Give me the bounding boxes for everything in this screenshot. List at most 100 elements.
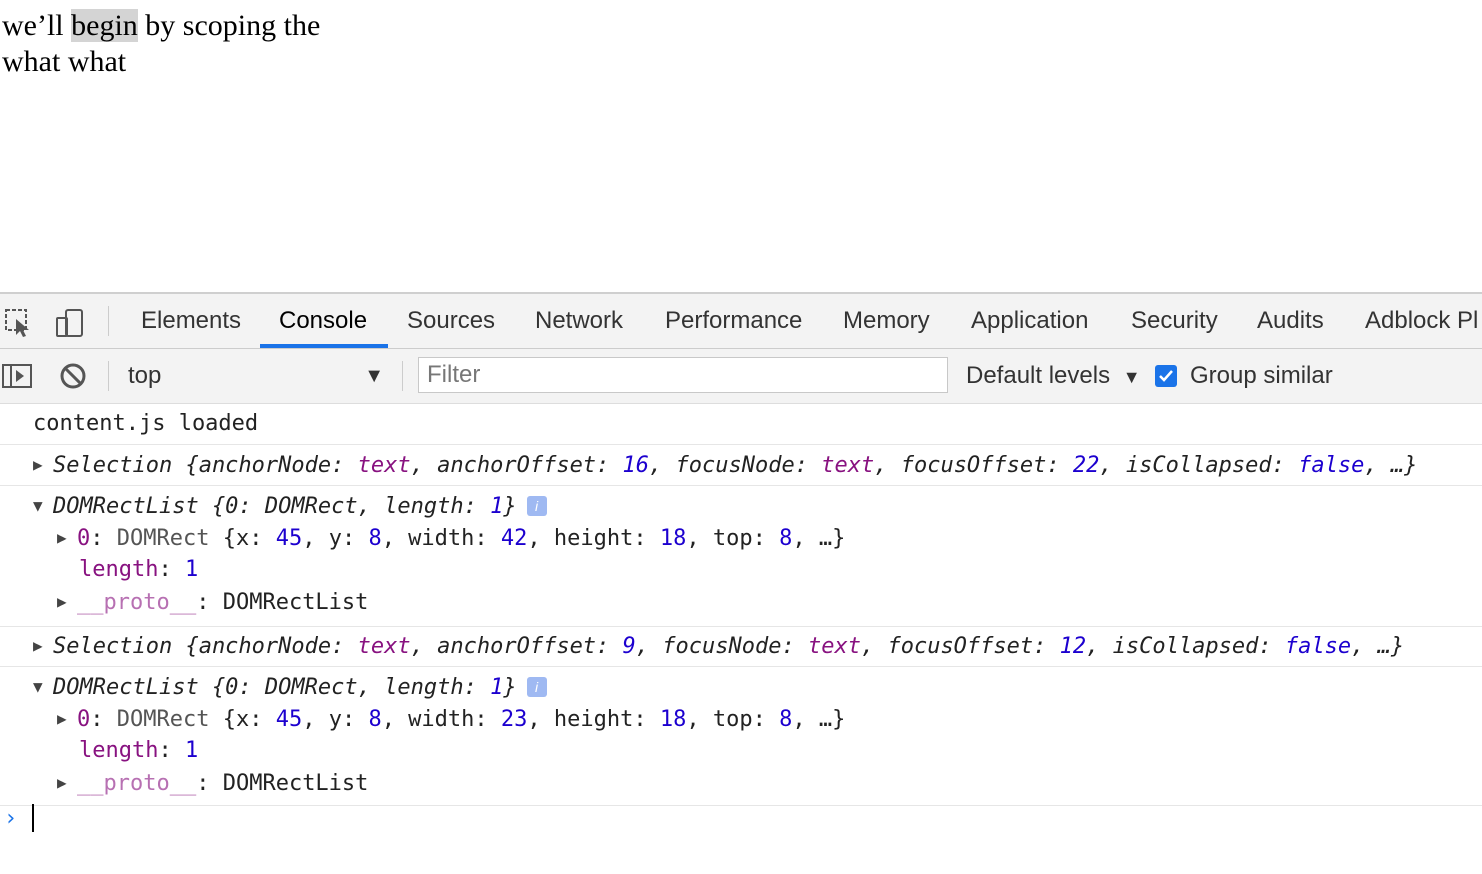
page-content: we’ll begin by scoping the what what <box>0 0 1482 292</box>
clear-console-icon[interactable] <box>59 362 87 395</box>
summary-prefix: Selection {anchorNode: <box>53 453 358 478</box>
expand-triangle-icon[interactable]: ▶ <box>57 709 67 728</box>
focus-node-key: , focusNode: <box>635 634 808 659</box>
length-key: length <box>79 738 159 763</box>
anchor-offset-value: 16 <box>622 453 650 478</box>
is-collapsed-key: , isCollapsed: <box>1099 453 1299 478</box>
page-text-line-1[interactable]: we’ll begin by scoping the <box>2 8 320 44</box>
rect-width: 42 <box>500 526 528 551</box>
toolbar-divider <box>108 361 109 391</box>
expand-triangle-icon[interactable]: ▶ <box>57 592 67 611</box>
anchor-node-value: text <box>357 634 411 659</box>
tab-adblock[interactable]: Adblock Pl <box>1365 307 1479 334</box>
focus-offset-value: 12 <box>1059 634 1087 659</box>
tab-elements[interactable]: Elements <box>141 307 242 334</box>
rect-width: 23 <box>500 707 528 732</box>
proto-property[interactable]: ▶__proto__: DOMRectList <box>57 767 368 800</box>
item-type: DOMRect <box>116 707 210 732</box>
info-icon[interactable]: i <box>526 496 547 516</box>
console-input-caret[interactable] <box>32 804 34 832</box>
focus-offset-key: , focusOffset: <box>874 453 1073 478</box>
console-toolbar: top ▼ Default levels ▼ Group similar <box>0 349 1482 404</box>
domrectlist-header[interactable]: ▼ DOMRectList {0: DOMRect, length: 1} i <box>33 671 547 704</box>
tab-console[interactable]: Console <box>279 307 368 334</box>
proto-key: __proto__ <box>77 771 197 796</box>
proto-key: __proto__ <box>77 590 197 615</box>
anchor-node-value: text <box>357 453 411 478</box>
rect-height: 18 <box>659 707 687 732</box>
devtools-tabbar: Elements Console Sources Network Perform… <box>0 294 1482 349</box>
anchor-offset-key: , anchorOffset: <box>410 453 623 478</box>
domrectlist-header[interactable]: ▼ DOMRectList {0: DOMRect, length: 1} i <box>33 490 547 523</box>
header-suffix: } <box>503 494 517 519</box>
rect-top: 8 <box>779 707 793 732</box>
device-toolbar-icon[interactable] <box>54 306 86 338</box>
tab-memory[interactable]: Memory <box>843 307 930 334</box>
info-icon[interactable]: i <box>526 677 547 697</box>
page-text-after: by scoping the <box>137 9 321 42</box>
console-message-domrectlist[interactable]: ▼ DOMRectList {0: DOMRect, length: 1} i ▶ 0… <box>0 486 1482 627</box>
focus-node-value: text <box>821 453 875 478</box>
filter-input[interactable] <box>418 357 948 393</box>
header-prefix: DOMRectList {0: DOMRect, length: <box>53 675 491 700</box>
summary-suffix: , …} <box>1351 634 1405 659</box>
item-key: 0 <box>77 707 91 732</box>
console-message-domrectlist[interactable]: ▼ DOMRectList {0: DOMRect, length: 1} i ▶ 0… <box>0 667 1482 806</box>
length-value: 1 <box>184 557 199 582</box>
log-levels-dropdown[interactable]: Default levels ▼ <box>966 349 1141 403</box>
proto-property[interactable]: ▶__proto__: DOMRectList <box>57 586 368 619</box>
context-selector[interactable]: top ▼ <box>112 357 392 395</box>
header-length: 1 <box>490 675 504 700</box>
focus-node-key: , focusNode: <box>649 453 822 478</box>
anchor-offset-key: , anchorOffset: <box>410 634 623 659</box>
group-similar-checkbox[interactable] <box>1155 365 1177 387</box>
collapse-triangle-icon[interactable]: ▼ <box>33 677 43 696</box>
selection-summary[interactable]: ▶Selection {anchorNode: text, anchorOffs… <box>33 630 1404 663</box>
header-suffix: } <box>503 675 517 700</box>
group-similar-label[interactable]: Group similar <box>1190 362 1333 389</box>
tab-performance[interactable]: Performance <box>665 307 803 334</box>
summary-prefix: Selection {anchorNode: <box>53 634 358 659</box>
tab-security[interactable]: Security <box>1131 307 1218 334</box>
sidebar-toggle-icon[interactable] <box>2 364 32 393</box>
header-prefix: DOMRectList {0: DOMRect, length: <box>53 494 491 519</box>
console-message-selection[interactable]: ▶Selection {anchorNode: text, anchorOffs… <box>0 626 1482 667</box>
prompt-chevron-icon: › <box>4 806 18 831</box>
inspect-element-icon[interactable] <box>2 306 34 338</box>
length-key: length <box>79 557 159 582</box>
tab-audits[interactable]: Audits <box>1257 307 1324 334</box>
item-key: 0 <box>77 526 91 551</box>
log-text[interactable]: content.js loaded <box>33 411 259 436</box>
domrect-item[interactable]: ▶0: DOMRect {x: 45, y: 8, width: 42, hei… <box>57 522 845 555</box>
collapse-triangle-icon[interactable]: ▼ <box>33 496 43 515</box>
expand-triangle-icon[interactable]: ▶ <box>33 455 43 474</box>
item-type: DOMRect <box>116 526 210 551</box>
expand-triangle-icon[interactable]: ▶ <box>57 528 67 547</box>
tab-application[interactable]: Application <box>971 307 1089 334</box>
proto-value: DOMRectList <box>222 590 369 615</box>
tab-network[interactable]: Network <box>535 307 624 334</box>
console-output: content.js loaded ▶ Selection {anchorNode… <box>0 404 1482 874</box>
dropdown-arrow-icon: ▼ <box>364 365 384 387</box>
page-text-before: we’ll <box>2 9 72 42</box>
selection-summary[interactable]: ▶Selection {anchorNode: text, anchorOffs… <box>33 449 1417 482</box>
proto-value: DOMRectList <box>222 771 369 796</box>
expand-triangle-icon[interactable]: ▶ <box>57 773 67 792</box>
focus-node-value: text <box>807 634 861 659</box>
console-message-selection[interactable]: ▶Selection {anchorNode: text, anchorOffs… <box>0 445 1482 486</box>
expand-triangle-icon[interactable]: ▶ <box>33 636 43 655</box>
rect-height: 18 <box>659 526 687 551</box>
log-levels-label: Default levels <box>966 362 1111 389</box>
tab-sources[interactable]: Sources <box>407 307 496 334</box>
levels-arrow-icon: ▼ <box>1122 367 1141 387</box>
rect-y: 8 <box>368 707 382 732</box>
selected-text[interactable]: begin <box>71 9 138 42</box>
page-text-line-2[interactable]: what what <box>2 45 127 78</box>
rect-top: 8 <box>779 526 793 551</box>
checkbox-checked-icon <box>1159 370 1173 382</box>
header-length: 1 <box>490 494 504 519</box>
length-property: length: 1 <box>79 557 199 582</box>
is-collapsed-value: false <box>1298 453 1365 478</box>
domrect-item[interactable]: ▶0: DOMRect {x: 45, y: 8, width: 23, hei… <box>57 703 845 736</box>
summary-suffix: , …} <box>1364 453 1418 478</box>
